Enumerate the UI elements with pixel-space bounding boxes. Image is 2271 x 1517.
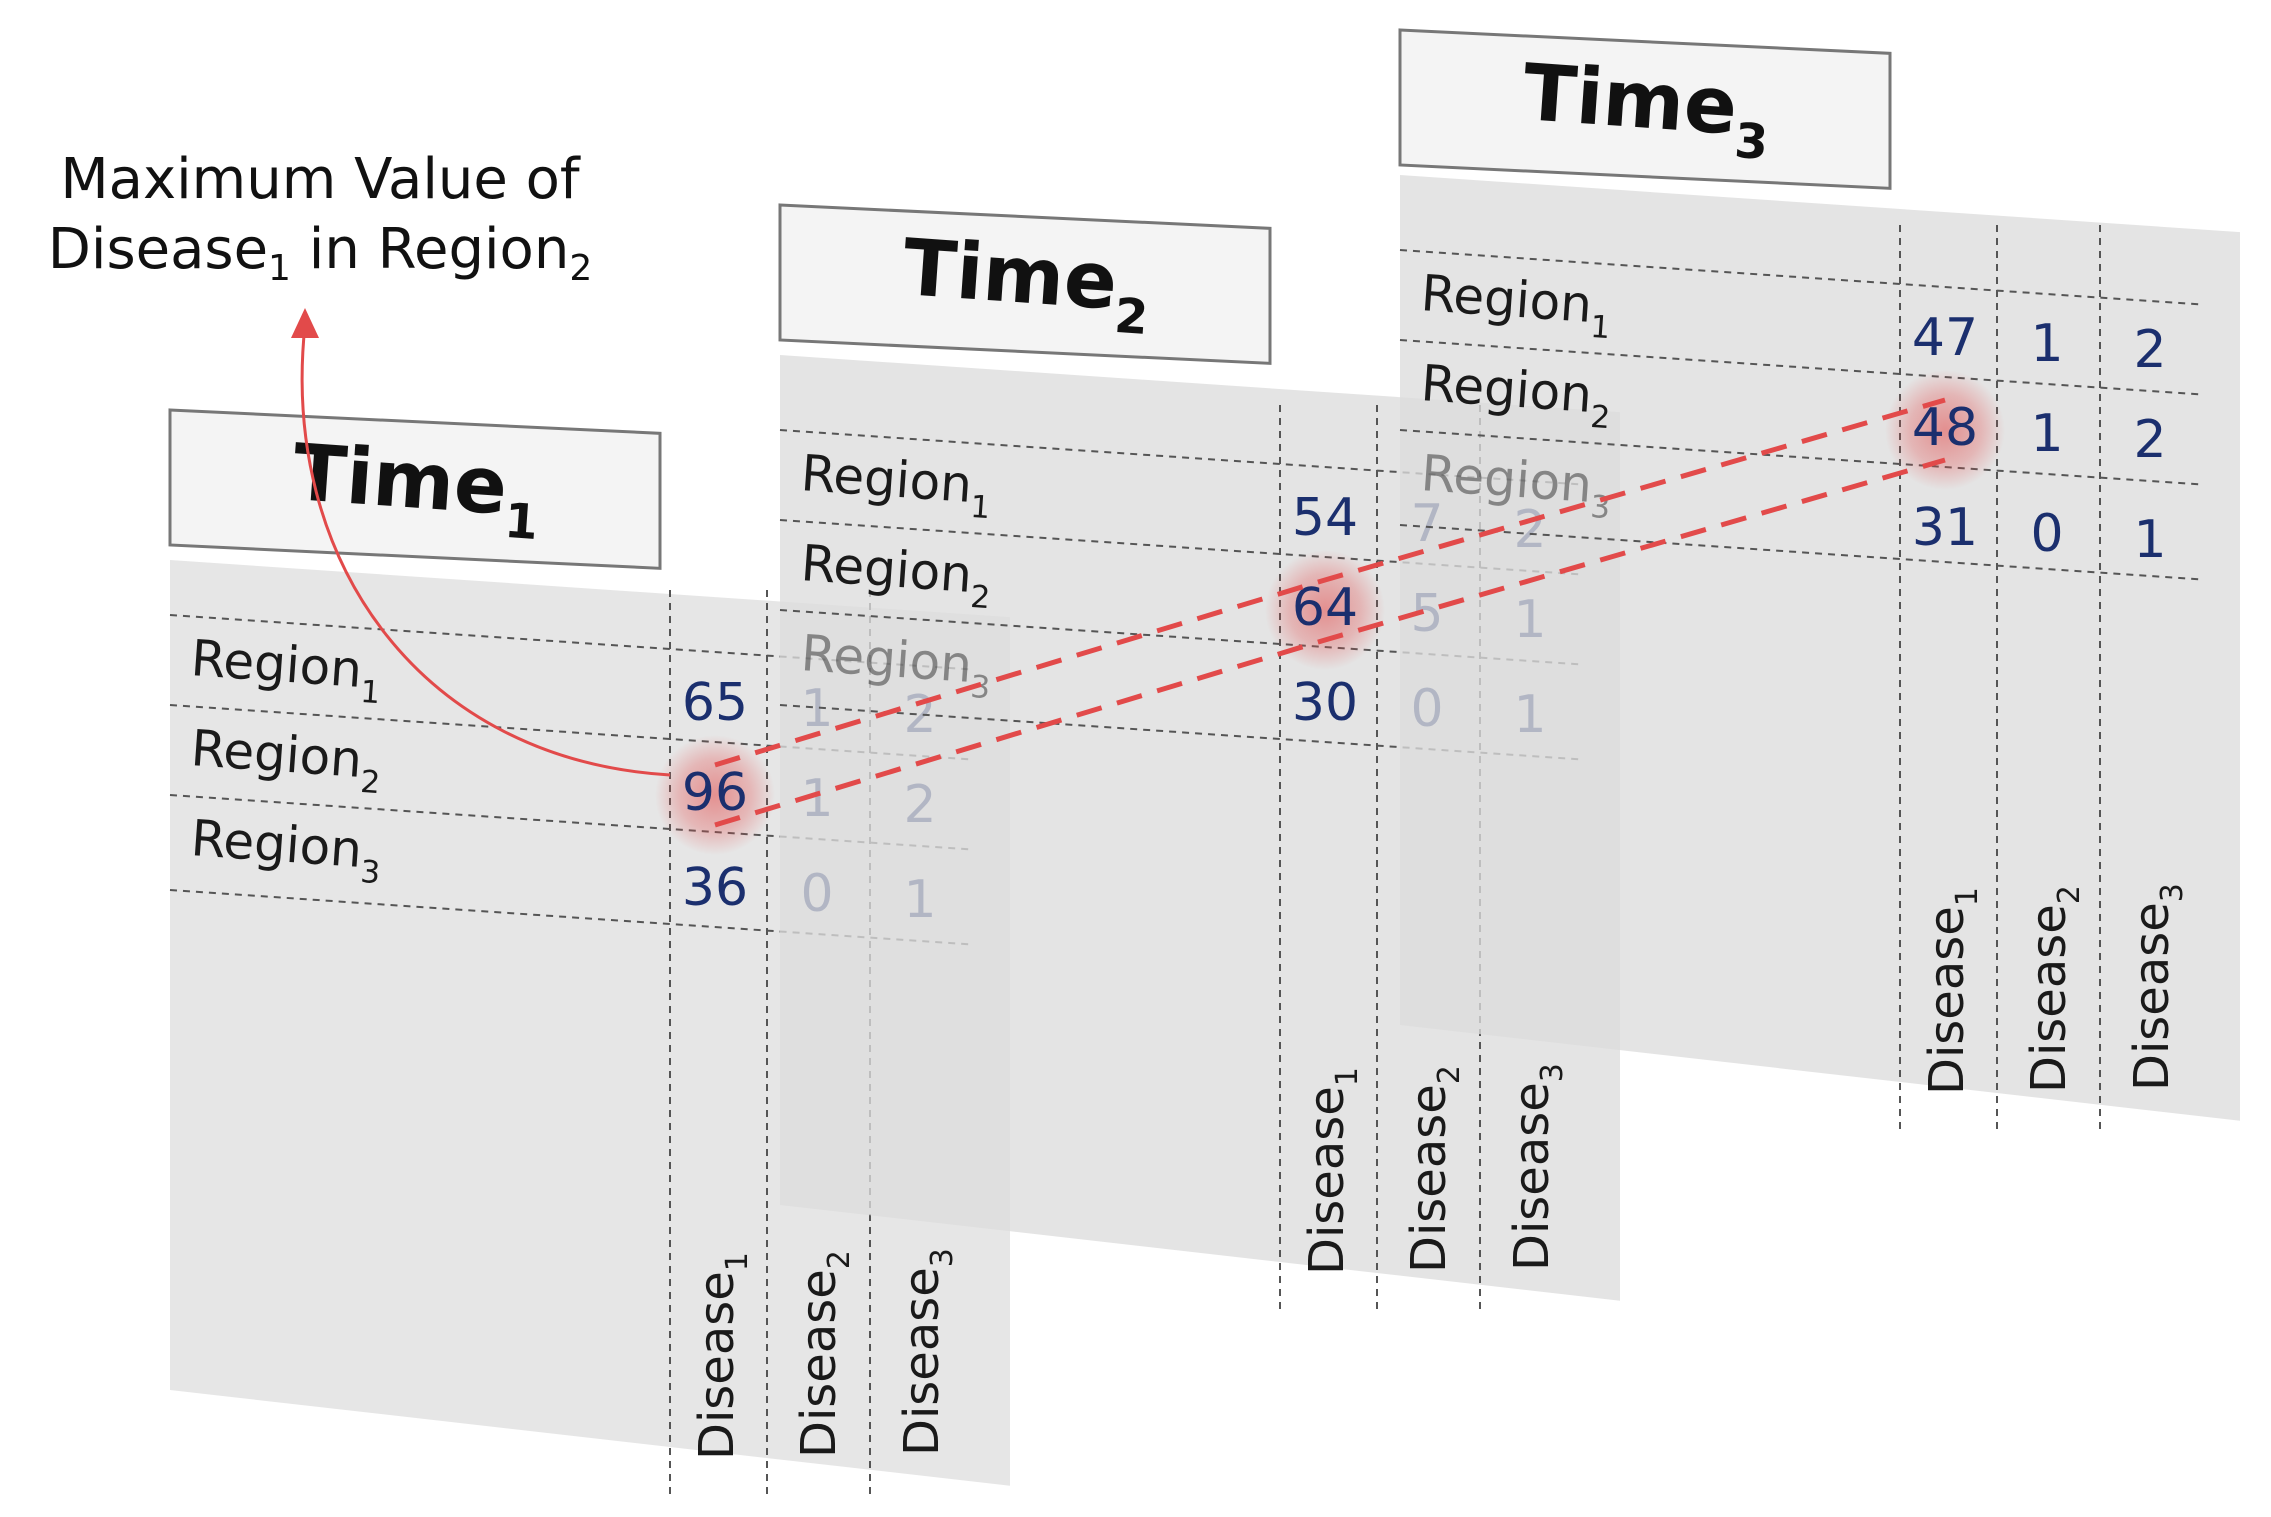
region-label-3: Region3 (798, 624, 993, 706)
cell-value: 2 (2133, 320, 2166, 380)
cell-value: 1 (2133, 510, 2166, 570)
cell-value: 30 (1292, 673, 1358, 733)
annotation-arrow (300, 324, 671, 777)
disease-label-2: Disease2 (2021, 885, 2087, 1093)
annotation-line-2: Disease1 in Region2 (20, 215, 620, 304)
cell-value: 65 (682, 673, 748, 733)
region-label-1: Region1 (798, 444, 993, 526)
cell-value: 54 (1292, 488, 1358, 548)
annotation-label: Maximum Value of Disease1 in Region2 (20, 145, 620, 304)
highlight-glow (1265, 550, 1385, 670)
panels-layer: Time1Region1Region2Region3651296123601Di… (168, 28, 2240, 1500)
row-divider (1399, 524, 2201, 581)
row-divider (1399, 429, 2201, 486)
disease-label-1: Disease1 (689, 1252, 755, 1460)
arrow-head-icon (291, 308, 319, 338)
annotation-region-text: in Region (290, 217, 570, 282)
disease-label-2: Disease2 (1401, 1065, 1467, 1273)
highlight-connector (714, 457, 1946, 828)
region-label-1: Region1 (1418, 264, 1613, 346)
highlight-connector (714, 397, 1946, 768)
connectors-layer (291, 308, 1946, 828)
cell-value: 96 (682, 763, 748, 823)
region-label-2: Region2 (188, 719, 383, 801)
annotation-disease-sub: 1 (268, 248, 291, 290)
disease-label-3: Disease3 (2124, 883, 2190, 1091)
cell-value: 48 (1912, 398, 1978, 458)
cell-value: 31 (1912, 498, 1978, 558)
annotation-disease-text: Disease (47, 217, 269, 282)
annotation-region-sub: 2 (569, 248, 593, 290)
cell-value: 64 (1292, 578, 1358, 638)
row-divider (1399, 249, 2201, 306)
region-label-3: Region3 (188, 809, 383, 891)
disease-label-2: Disease2 (791, 1250, 857, 1458)
disease-label-3: Disease3 (894, 1248, 960, 1456)
cell-value: 36 (682, 858, 748, 918)
disease-label-3: Disease3 (1504, 1063, 1570, 1271)
disease-label-1: Disease1 (1919, 887, 1985, 1095)
time-label: Time3 (1519, 48, 1773, 171)
highlight-glow (655, 735, 775, 855)
cell-value: 0 (2030, 504, 2063, 564)
highlight-glow (1885, 370, 2005, 490)
cell-value: 1 (2030, 314, 2063, 374)
time-label: Time2 (899, 223, 1153, 346)
annotation-line-1: Maximum Value of (60, 147, 580, 212)
time-label: Time1 (289, 428, 543, 551)
row-divider (1399, 339, 2201, 396)
cell-value: 2 (2133, 410, 2166, 470)
region-label-2: Region2 (1418, 354, 1613, 436)
cell-value: 1 (2030, 404, 2063, 464)
disease-label-1: Disease1 (1299, 1067, 1365, 1275)
panel-sheet (1400, 175, 2240, 1121)
time-tab (778, 203, 1272, 365)
time-tab (168, 408, 662, 570)
cell-value: 47 (1912, 308, 1978, 368)
time-tab (1398, 28, 1892, 190)
region-label-2: Region2 (798, 534, 993, 616)
region-label-3: Region3 (1418, 444, 1613, 526)
region-label-1: Region1 (188, 629, 383, 711)
